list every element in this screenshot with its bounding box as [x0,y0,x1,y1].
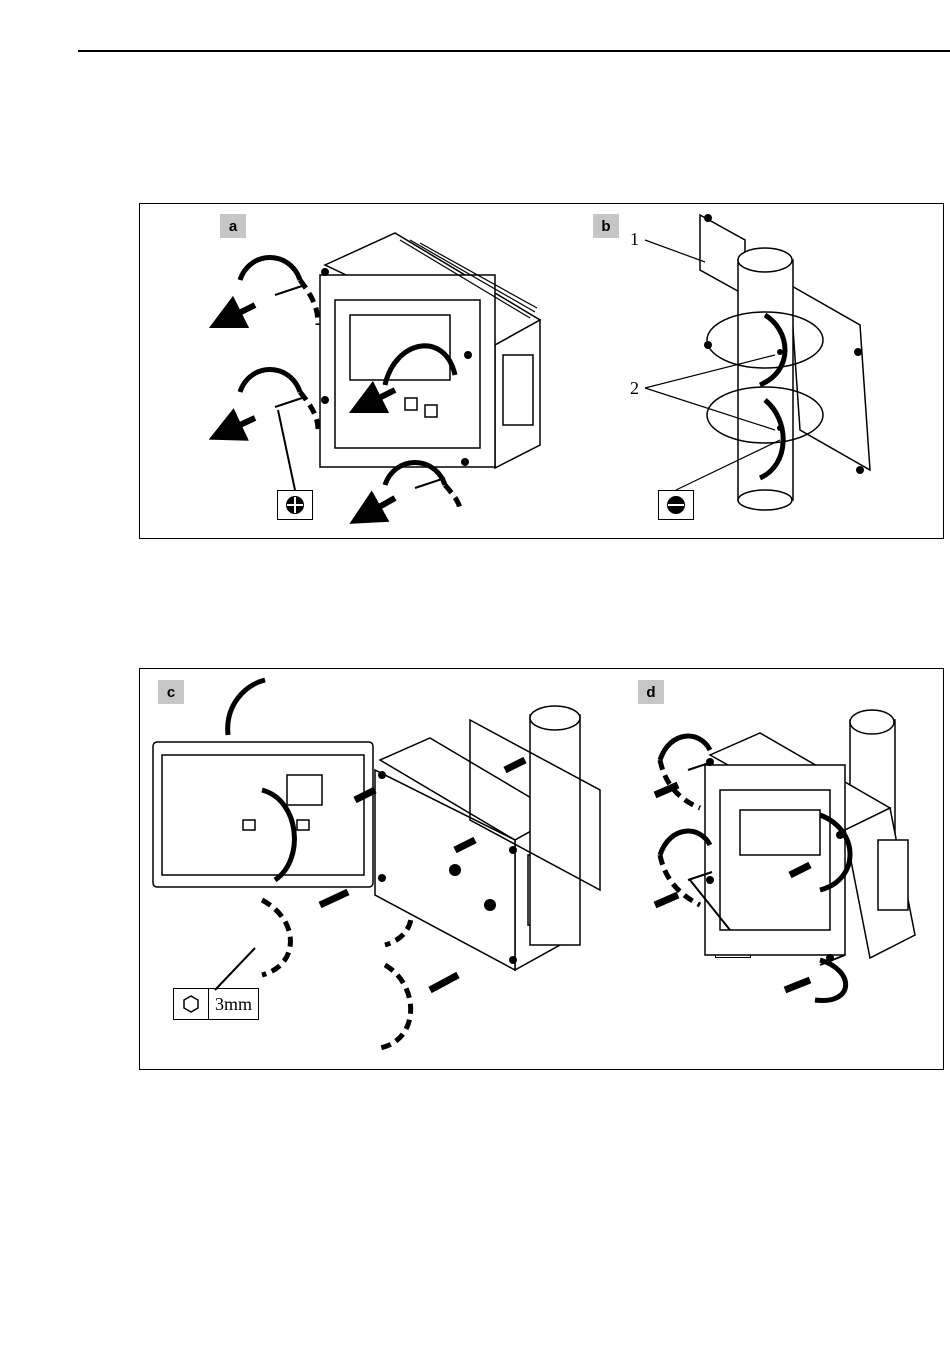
housing-mounted [705,710,915,958]
housing-lid [153,742,373,887]
housing-base [375,706,600,970]
